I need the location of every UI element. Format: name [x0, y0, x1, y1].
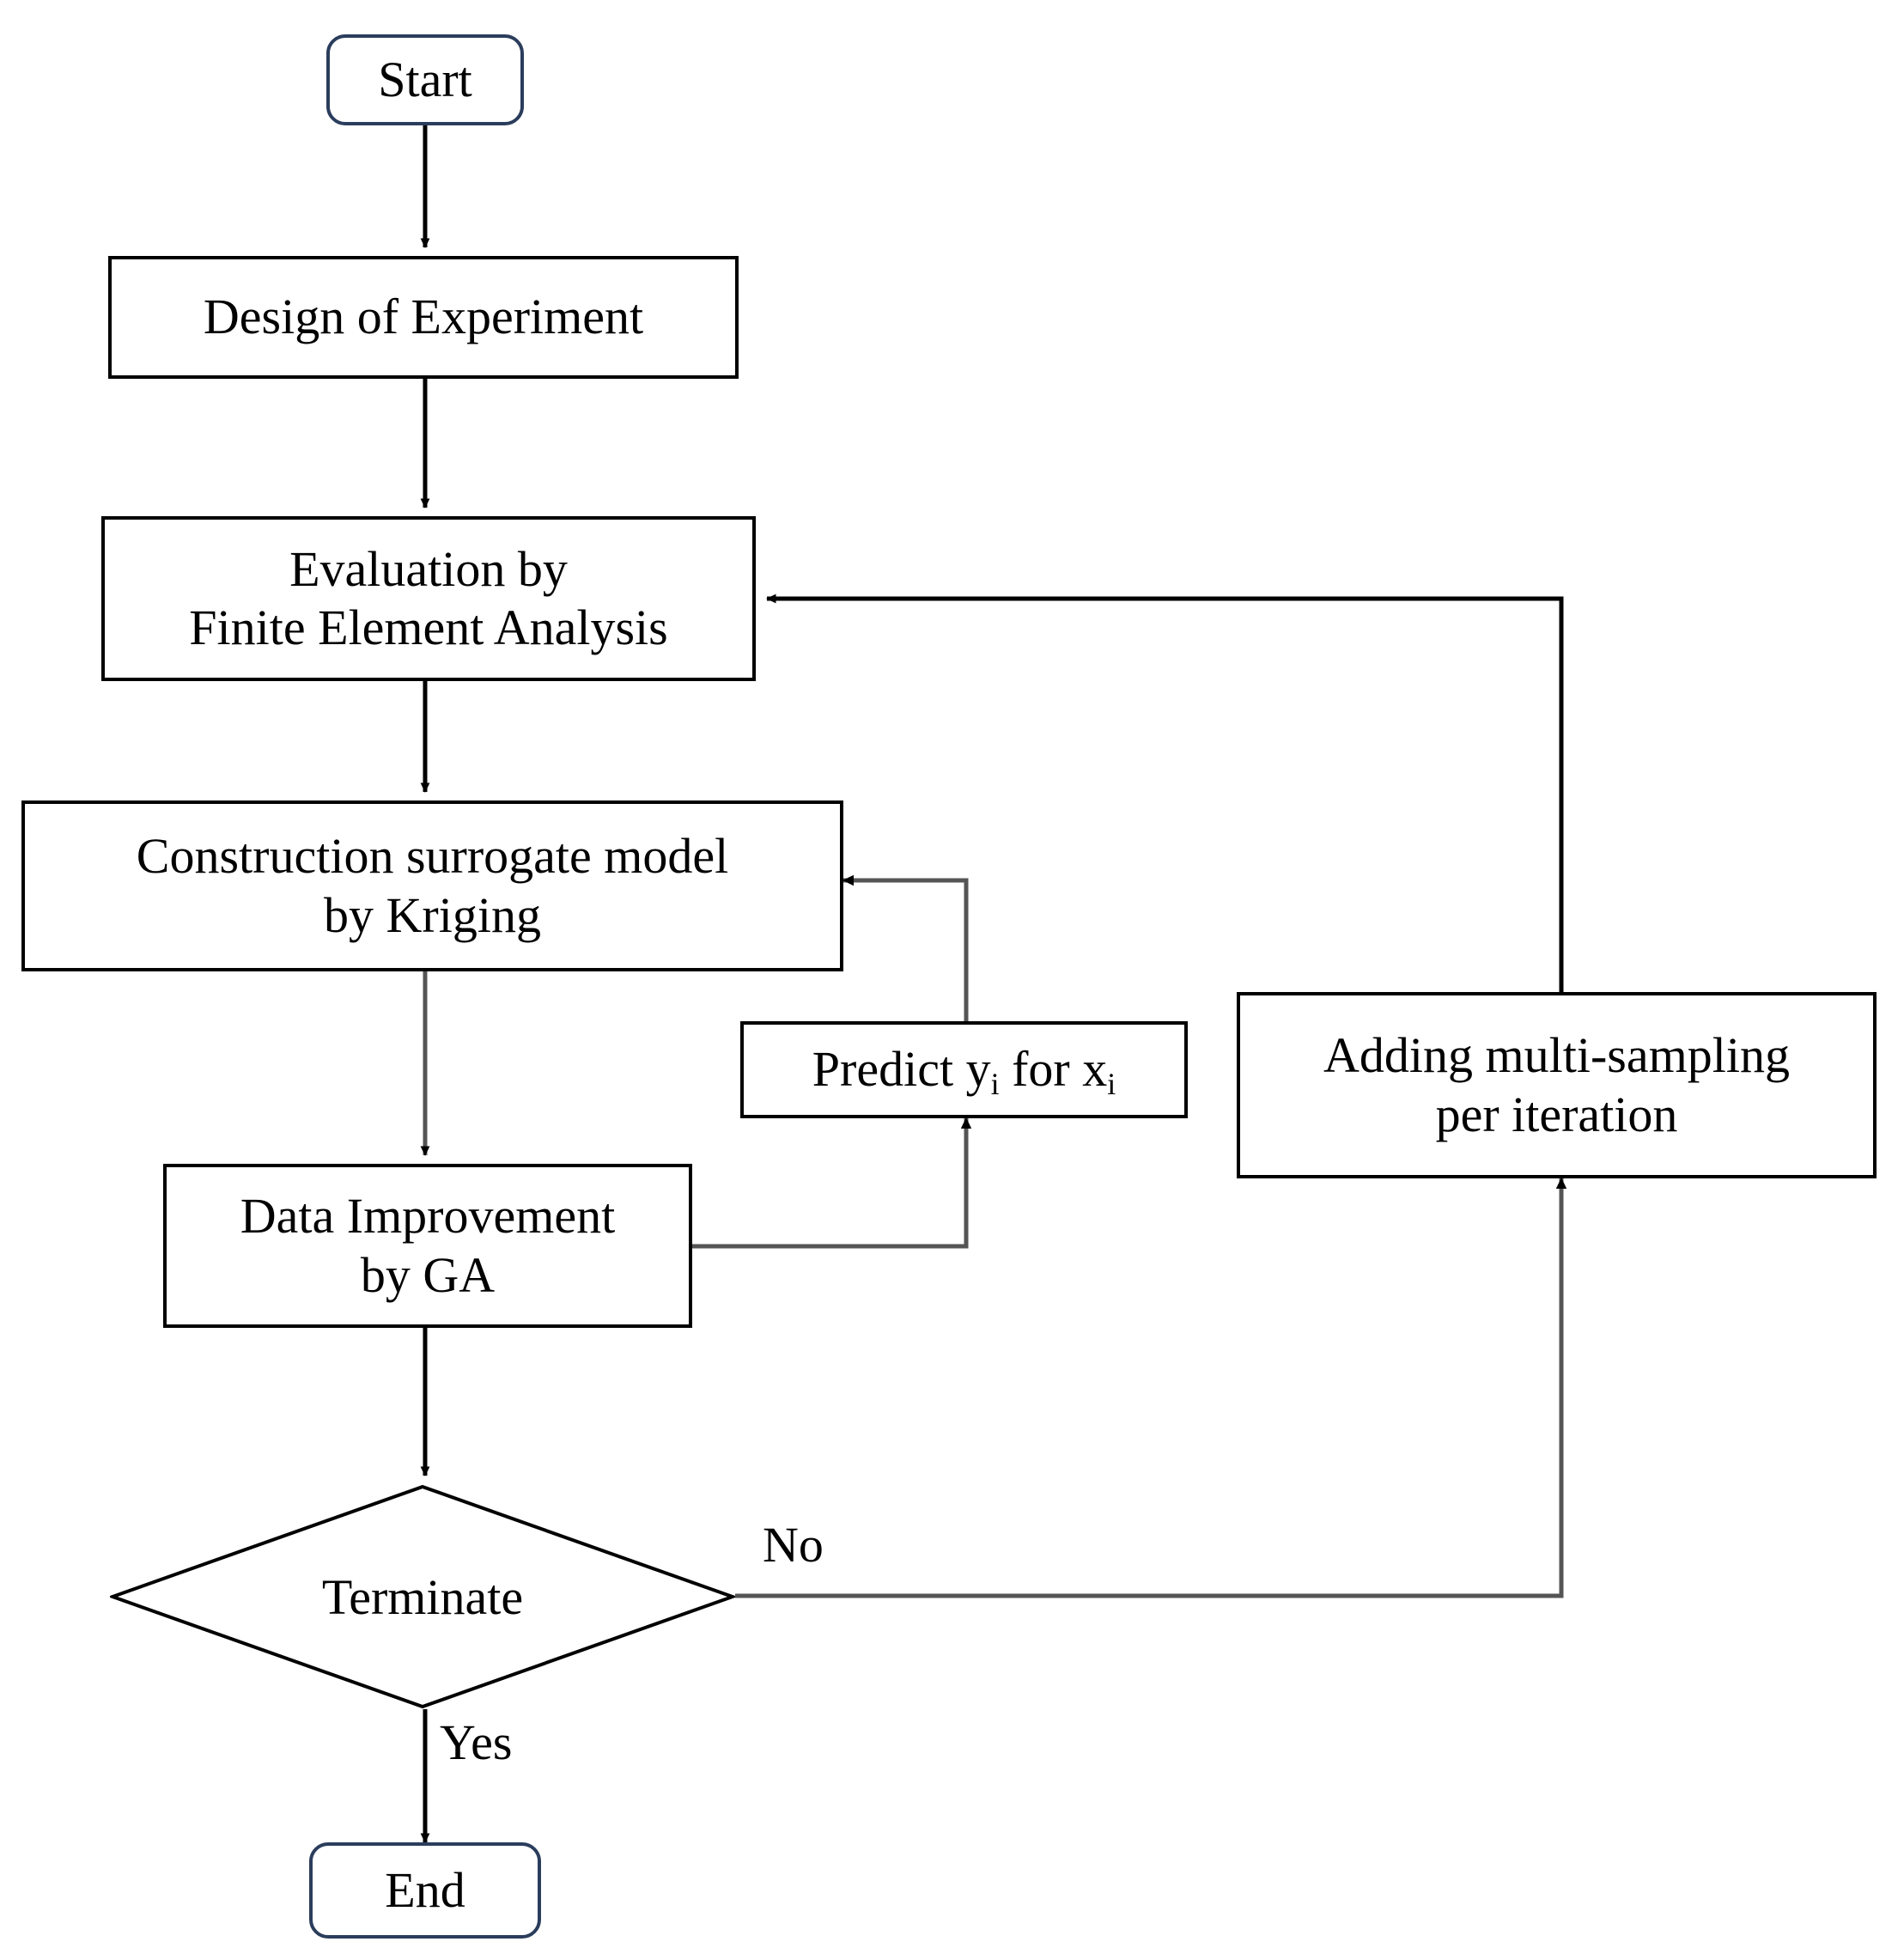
node-evaluation-fea[interactable]: Evaluation by Finite Element Analysis	[101, 516, 756, 681]
node-terminate-label: Terminate	[321, 1568, 524, 1625]
node-adding-multi-sampling[interactable]: Adding multi-sampling per iteration	[1237, 992, 1877, 1178]
edge-label-yes: Yes	[440, 1714, 513, 1770]
node-start-label: Start	[378, 51, 472, 107]
node-design-of-experiment[interactable]: Design of Experiment	[108, 256, 739, 379]
edge-label-no: No	[763, 1517, 824, 1573]
edge-terminate-no-to-sampling	[735, 1178, 1567, 1598]
node-start[interactable]: Start	[326, 34, 524, 125]
terminate-diamond-shape	[110, 1484, 735, 1709]
node-data-improvement-ga[interactable]: Data Improvement by GA	[163, 1164, 692, 1328]
edge-improvement-to-predict	[692, 1117, 972, 1249]
node-predict-prefix: Predict y	[812, 1041, 991, 1098]
node-predict-sub-y: i	[990, 1067, 1000, 1102]
node-predict-sub-x: i	[1107, 1067, 1116, 1102]
node-terminate-decision[interactable]: Terminate	[110, 1484, 735, 1709]
edge-sampling-to-evaluation	[766, 593, 1564, 992]
node-predict[interactable]: Predict yi for xi	[740, 1021, 1188, 1118]
node-kriging-surrogate[interactable]: Construction surrogate model by Kriging	[21, 800, 843, 971]
edge-predict-to-kriging	[843, 874, 969, 1021]
node-end[interactable]: End	[309, 1842, 541, 1939]
node-end-label: End	[385, 1861, 465, 1918]
node-kriging-surrogate-label: Construction surrogate model by Kriging	[136, 828, 729, 943]
node-predict-label: Predict yi for xi	[804, 1040, 1124, 1099]
node-evaluation-fea-label: Evaluation by Finite Element Analysis	[189, 540, 668, 655]
node-predict-mid: for x	[999, 1041, 1108, 1098]
node-design-of-experiment-label: Design of Experiment	[203, 289, 644, 345]
node-data-improvement-ga-label: Data Improvement by GA	[240, 1188, 616, 1303]
node-adding-multi-sampling-label: Adding multi-sampling per iteration	[1323, 1027, 1790, 1142]
